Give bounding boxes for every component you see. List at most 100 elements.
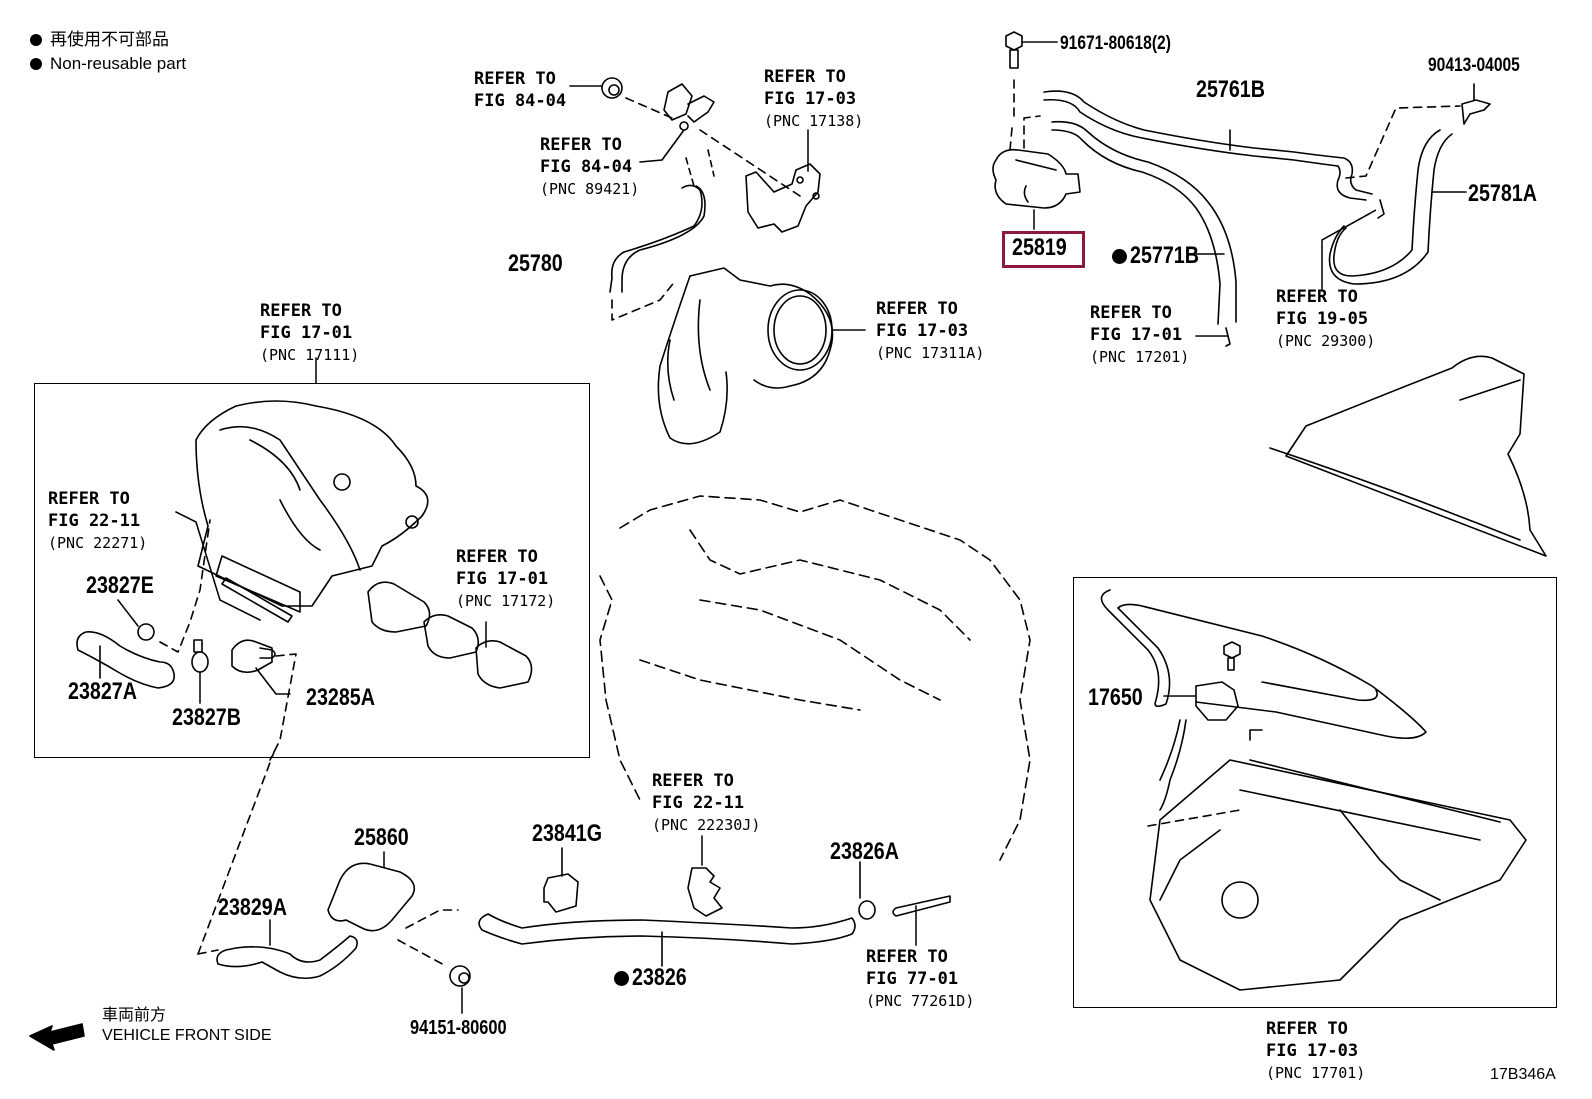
- part-label-25780[interactable]: 25780: [508, 250, 563, 277]
- ref-line2: FIG 19-05: [1276, 309, 1369, 329]
- legend-text-en: Non-reusable part: [50, 54, 187, 73]
- ref-line2: FIG 77-01: [866, 969, 959, 989]
- ref-line1: REFER TO: [1090, 303, 1172, 323]
- figure-id: 17B346A: [1490, 1066, 1556, 1083]
- clamp-23827B-illustration: [191, 639, 209, 705]
- part-label-23827A[interactable]: 23827A: [68, 678, 137, 705]
- ref-pnc: (PNC 77261D): [866, 992, 975, 1010]
- part-label-25771B[interactable]: 25771B: [1112, 244, 1214, 268]
- ref-line2: FIG 17-03: [876, 321, 969, 341]
- ref-pnc: (PNC 17201): [1090, 348, 1190, 366]
- clamp-23826A-illustration: [858, 861, 876, 920]
- air-cleaner-group-frame: [1073, 577, 1557, 1008]
- air-cleaner-assy-illustration: [1100, 589, 1527, 991]
- hose-23827A-illustration: [76, 519, 211, 689]
- bracket-illustration: [745, 129, 821, 233]
- vehicle-front-jp: 車両前方: [102, 1007, 167, 1024]
- ref-line1: REFER TO: [260, 301, 342, 321]
- bracket-22230J-illustration: [687, 835, 723, 917]
- hose-23829A-illustration: [197, 751, 358, 980]
- front-arrow-icon: [29, 1023, 85, 1051]
- ref-line2: FIG 22-11: [48, 511, 141, 531]
- valve-23285A-illustration: [231, 639, 297, 761]
- ref-line2: FIG 17-03: [1266, 1041, 1359, 1061]
- ref-pnc: (PNC 22230J): [652, 816, 761, 834]
- ref-pnc: (PNC 17311A): [876, 344, 985, 362]
- non-reusable-dot-icon: [30, 34, 42, 46]
- sensor-illustration: [639, 83, 715, 163]
- throttle-body-illustration: [175, 400, 429, 623]
- ref-line1: REFER TO: [764, 67, 846, 87]
- part-label-91671-80618[interactable]: 91671-80618(2): [1060, 33, 1171, 54]
- intake-pipe-illustration: [657, 267, 867, 445]
- vehicle-front-en: VEHICLE FRONT SIDE: [102, 1027, 272, 1044]
- ref-line2: FIG 17-03: [764, 89, 857, 109]
- hose-23826-illustration: [478, 913, 856, 967]
- ref-line1: REFER TO: [1266, 1019, 1348, 1039]
- non-reusable-dot-icon: [1112, 249, 1127, 264]
- ref-line1: REFER TO: [652, 771, 734, 791]
- vsv-25860-illustration: [327, 851, 459, 967]
- ref-line2: FIG 17-01: [260, 323, 353, 343]
- part-label-25781A[interactable]: 25781A: [1468, 180, 1537, 207]
- ref-pnc: (PNC 22271): [48, 534, 148, 552]
- throttle-body-group-frame: [34, 383, 590, 758]
- ref-line2: FIG 84-04: [474, 91, 567, 111]
- hose-25771B-illustration: [1051, 120, 1237, 325]
- part-label-17650[interactable]: 17650: [1088, 684, 1143, 711]
- ref-line1: REFER TO: [474, 69, 556, 89]
- engine-outline-illustration: [599, 495, 1031, 861]
- gasket-17172-illustration: [367, 581, 533, 689]
- ref-line1: REFER TO: [1276, 287, 1358, 307]
- part-label-23827E[interactable]: 23827E: [86, 572, 154, 599]
- bolt-91671-illustration: [1005, 31, 1059, 151]
- highlight-box-25819: [1002, 231, 1085, 268]
- part-label-94151-80600[interactable]: 94151-80600: [410, 1017, 507, 1039]
- non-reusable-dot-icon: [30, 58, 42, 70]
- vehicle-front-label: 車両前方 VEHICLE FRONT SIDE: [102, 1006, 272, 1046]
- ref-line2: FIG 84-04: [540, 157, 633, 177]
- part-number-text: 25771B: [1130, 242, 1199, 269]
- legend: 再使用不可部品 Non-reusable part: [30, 28, 186, 76]
- ref-pnc: (PNC 89421): [540, 180, 640, 198]
- ref-pnc: (PNC 17701): [1266, 1064, 1366, 1082]
- air-cleaner-cap-illustration: [1269, 355, 1547, 557]
- hose-25780-illustration: [609, 184, 706, 321]
- ref-pnc: (PNC 17111): [260, 346, 360, 364]
- pipe-77261D-illustration: [892, 895, 951, 947]
- part-label-23826[interactable]: 23826: [614, 966, 699, 990]
- part-label-23841G[interactable]: 23841G: [532, 820, 603, 847]
- part-label-23826A[interactable]: 23826A: [830, 838, 899, 865]
- part-label-25819[interactable]: 25819: [1012, 234, 1067, 261]
- part-label-90413-04005[interactable]: 90413-04005: [1428, 55, 1520, 76]
- part-label-23827B[interactable]: 23827B: [172, 704, 241, 731]
- ref-line1: REFER TO: [540, 135, 622, 155]
- part-label-23829A[interactable]: 23829A: [218, 894, 287, 921]
- ref-line1: REFER TO: [48, 489, 130, 509]
- ref-pnc: (PNC 17172): [456, 592, 556, 610]
- part-label-23285A[interactable]: 23285A: [306, 684, 375, 711]
- legend-row-jp: 再使用不可部品: [30, 28, 186, 52]
- clip-90413-illustration: [1461, 83, 1491, 125]
- grommet-illustration: [569, 77, 623, 99]
- part-label-25761B[interactable]: 25761B: [1196, 76, 1265, 103]
- nut-94151-illustration: [449, 965, 471, 1015]
- ref-pnc: (PNC 17138): [764, 112, 864, 130]
- part-label-25860[interactable]: 25860: [354, 824, 409, 851]
- ref-line1: REFER TO: [876, 299, 958, 319]
- ref-line2: FIG 17-01: [456, 569, 549, 589]
- legend-row-en: Non-reusable part: [30, 52, 186, 76]
